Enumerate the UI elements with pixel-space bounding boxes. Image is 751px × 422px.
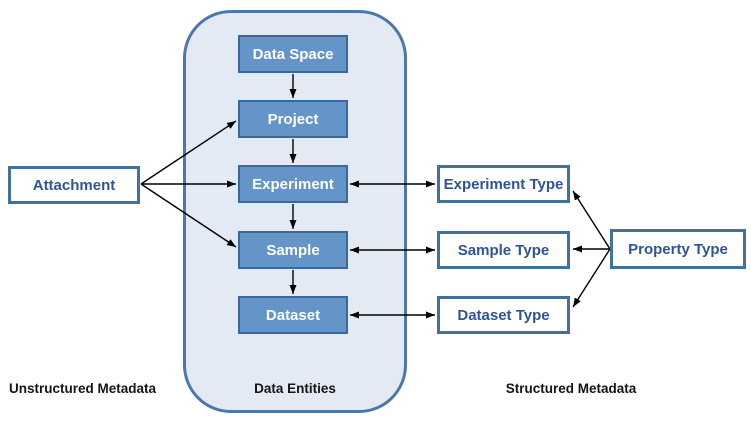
node-experiment-type: Experiment Type — [437, 165, 570, 203]
edge-propertytype-experimenttype — [572, 190, 611, 250]
node-data-space: Data Space — [238, 35, 348, 73]
node-sample: Sample — [238, 231, 348, 269]
node-sample-type: Sample Type — [437, 231, 570, 269]
node-experiment: Experiment — [238, 165, 348, 203]
node-dataset: Dataset — [238, 296, 348, 334]
caption-unstructured-metadata: Unstructured Metadata — [8, 381, 157, 396]
caption-structured-metadata: Structured Metadata — [505, 381, 637, 396]
edge-propertytype-datasettype — [572, 248, 611, 308]
node-attachment: Attachment — [8, 166, 140, 204]
node-property-type: Property Type — [610, 229, 746, 269]
node-project: Project — [238, 100, 348, 138]
node-dataset-type: Dataset Type — [437, 296, 570, 334]
caption-data-entities: Data Entities — [254, 381, 336, 396]
